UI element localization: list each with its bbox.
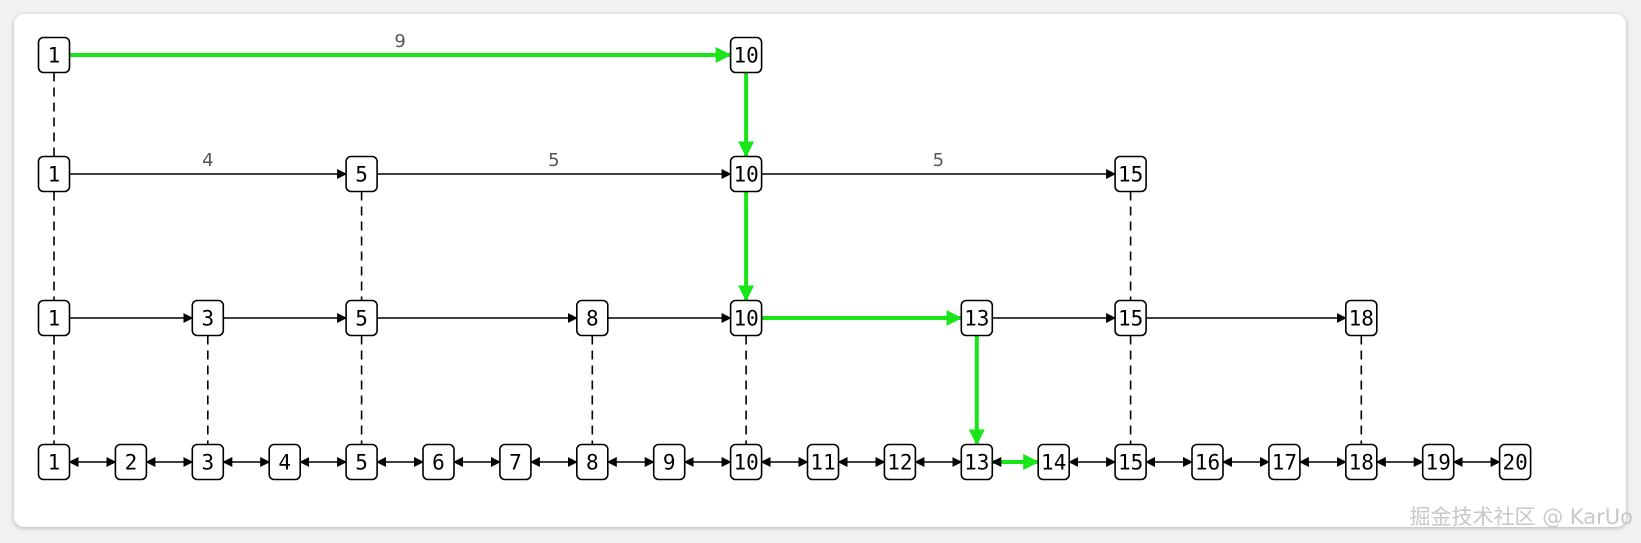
node-19-level-3: 19 <box>1421 443 1455 481</box>
horizontal-edges <box>68 169 1501 467</box>
svg-text:4: 4 <box>278 451 291 475</box>
svg-text:10: 10 <box>733 44 758 68</box>
node-8-level-3: 8 <box>575 443 609 481</box>
svg-text:15: 15 <box>1118 163 1143 187</box>
svg-text:15: 15 <box>1118 307 1143 331</box>
svg-text:3: 3 <box>201 451 214 475</box>
node-5-level-2: 5 <box>345 299 378 337</box>
svg-text:7: 7 <box>509 451 522 475</box>
vertical-links <box>53 72 1363 445</box>
span-label-1-10: 9 <box>394 31 405 52</box>
svg-text:9: 9 <box>663 451 676 475</box>
svg-text:17: 17 <box>1272 451 1297 475</box>
svg-text:13: 13 <box>964 451 989 475</box>
span-label-1-5: 4 <box>202 150 213 171</box>
node-10-level-1: 10 <box>729 155 763 193</box>
node-14-level-3: 14 <box>1037 443 1070 481</box>
node-7-level-3: 7 <box>499 443 532 481</box>
node-3-level-2: 3 <box>191 299 225 337</box>
node-13-level-2: 13 <box>960 299 994 337</box>
node-15-level-1: 15 <box>1114 155 1147 193</box>
node-10-level-0: 10 <box>729 36 763 74</box>
svg-text:15: 15 <box>1118 451 1143 475</box>
svg-text:12: 12 <box>887 451 912 475</box>
node-18-level-3: 18 <box>1345 443 1378 481</box>
node-3-level-3: 3 <box>191 443 225 481</box>
node-5-level-1: 5 <box>345 155 378 193</box>
svg-text:19: 19 <box>1426 451 1451 475</box>
svg-text:14: 14 <box>1041 451 1066 475</box>
node-2-level-3: 2 <box>114 443 148 481</box>
node-15-level-3: 15 <box>1114 443 1147 481</box>
svg-text:10: 10 <box>733 307 758 331</box>
svg-text:3: 3 <box>201 307 214 331</box>
node-9-level-3: 9 <box>652 443 686 481</box>
span-label-5-10: 5 <box>548 150 559 171</box>
node-1-level-3: 1 <box>37 443 71 481</box>
node-20-level-3: 20 <box>1498 443 1532 481</box>
node-4-level-3: 4 <box>268 443 302 481</box>
node-15-level-2: 15 <box>1114 299 1147 337</box>
node-18-level-2: 18 <box>1345 299 1378 337</box>
span-label-10-15: 5 <box>933 150 944 171</box>
svg-text:2: 2 <box>125 451 138 475</box>
svg-text:18: 18 <box>1349 451 1374 475</box>
node-11-level-3: 11 <box>806 443 840 481</box>
svg-text:18: 18 <box>1349 307 1374 331</box>
svg-text:10: 10 <box>733 451 758 475</box>
node-6-level-3: 6 <box>422 443 455 481</box>
svg-text:1: 1 <box>48 44 61 68</box>
node-10-level-3: 10 <box>729 443 763 481</box>
svg-text:1: 1 <box>48 307 61 331</box>
svg-text:5: 5 <box>355 307 368 331</box>
node-8-level-2: 8 <box>575 299 609 337</box>
svg-text:1: 1 <box>48 163 61 187</box>
svg-text:5: 5 <box>355 163 368 187</box>
svg-text:16: 16 <box>1195 451 1220 475</box>
node-1-level-0: 1 <box>37 36 71 74</box>
svg-text:13: 13 <box>964 307 989 331</box>
node-16-level-3: 16 <box>1191 443 1224 481</box>
svg-text:1: 1 <box>48 451 61 475</box>
node-10-level-2: 10 <box>729 299 763 337</box>
node-1-level-1: 1 <box>37 155 71 193</box>
node-12-level-3: 12 <box>883 443 917 481</box>
svg-text:11: 11 <box>810 451 835 475</box>
span-labels: 4 5 5 9 <box>202 31 944 171</box>
svg-text:8: 8 <box>586 451 599 475</box>
search-path <box>69 47 1040 470</box>
svg-text:20: 20 <box>1502 451 1527 475</box>
svg-text:6: 6 <box>432 451 445 475</box>
svg-text:8: 8 <box>586 307 599 331</box>
svg-text:5: 5 <box>355 451 368 475</box>
node-1-level-2: 1 <box>37 299 71 337</box>
svg-text:10: 10 <box>733 163 758 187</box>
watermark: 掘金技术社区 @ KarUo <box>1409 505 1633 529</box>
node-5-level-3: 5 <box>345 443 378 481</box>
node-13-level-3: 13 <box>960 443 994 481</box>
node-17-level-3: 17 <box>1268 443 1301 481</box>
